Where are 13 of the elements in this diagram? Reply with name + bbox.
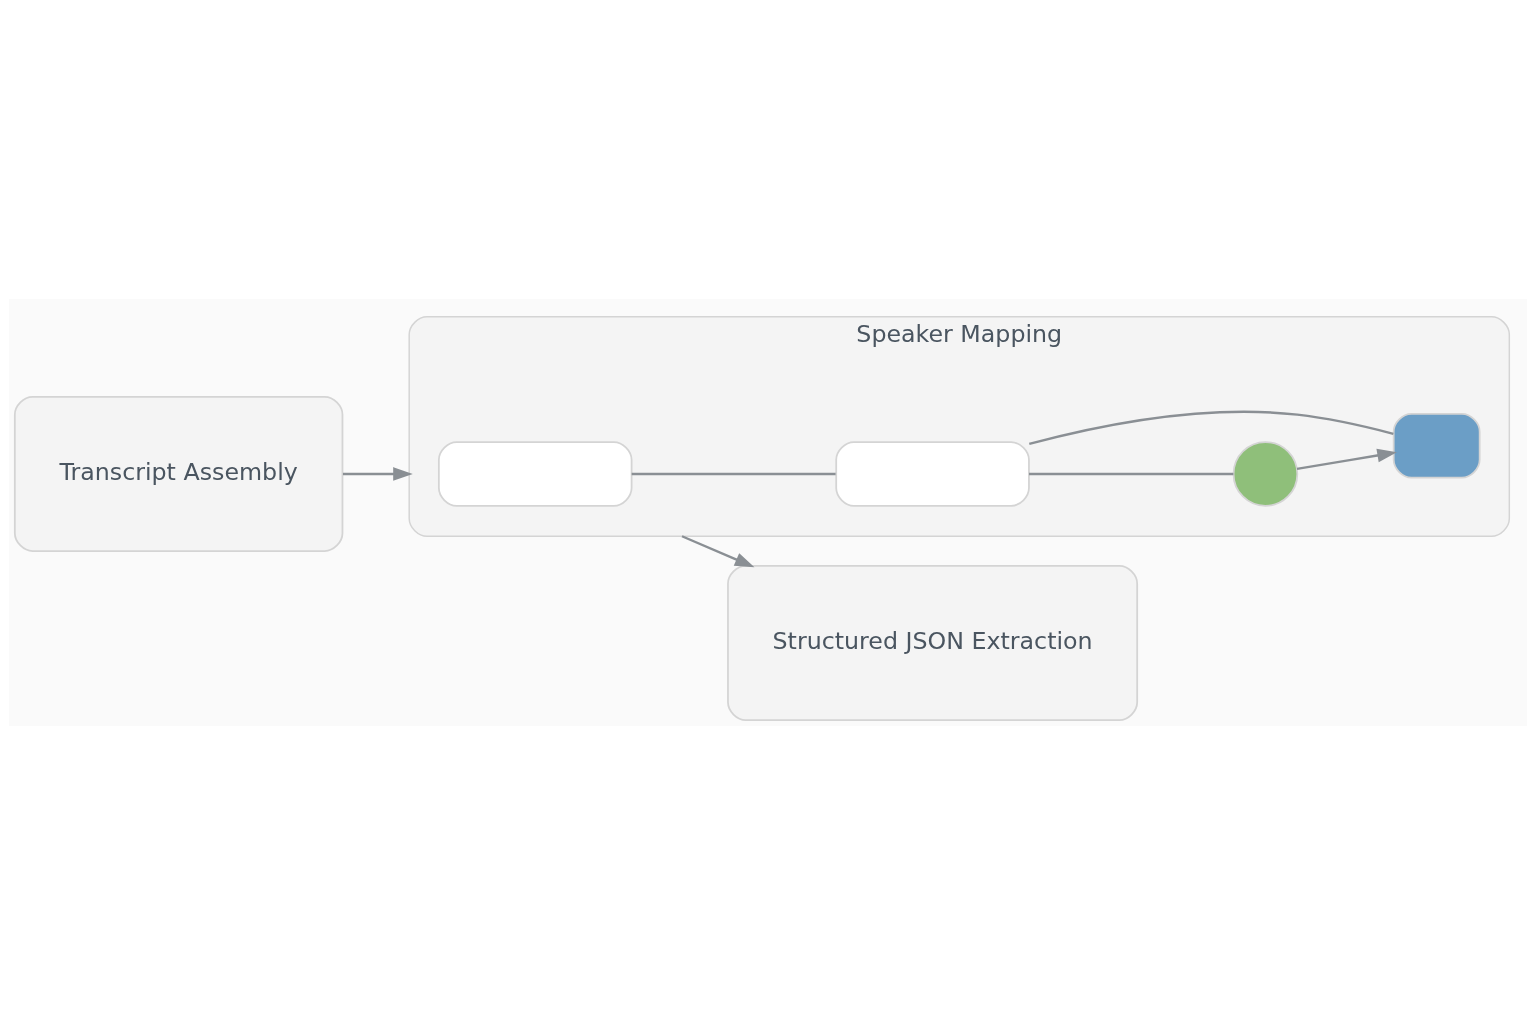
- arrow: [681, 534, 755, 567]
- connector: [1029, 410, 1394, 445]
- node-box: [835, 440, 1030, 507]
- cluster: Speaker Mapping: [408, 315, 1511, 537]
- connector: [631, 472, 836, 475]
- node-circle: [1232, 440, 1299, 507]
- node-box: [1392, 412, 1481, 479]
- node-box: Transcript Assembly: [13, 395, 344, 552]
- node-box: [437, 440, 633, 507]
- connector: [1029, 472, 1234, 475]
- arrow: [1296, 448, 1397, 470]
- arrow: [342, 466, 413, 481]
- node-box: Structured JSON Extraction: [727, 564, 1139, 721]
